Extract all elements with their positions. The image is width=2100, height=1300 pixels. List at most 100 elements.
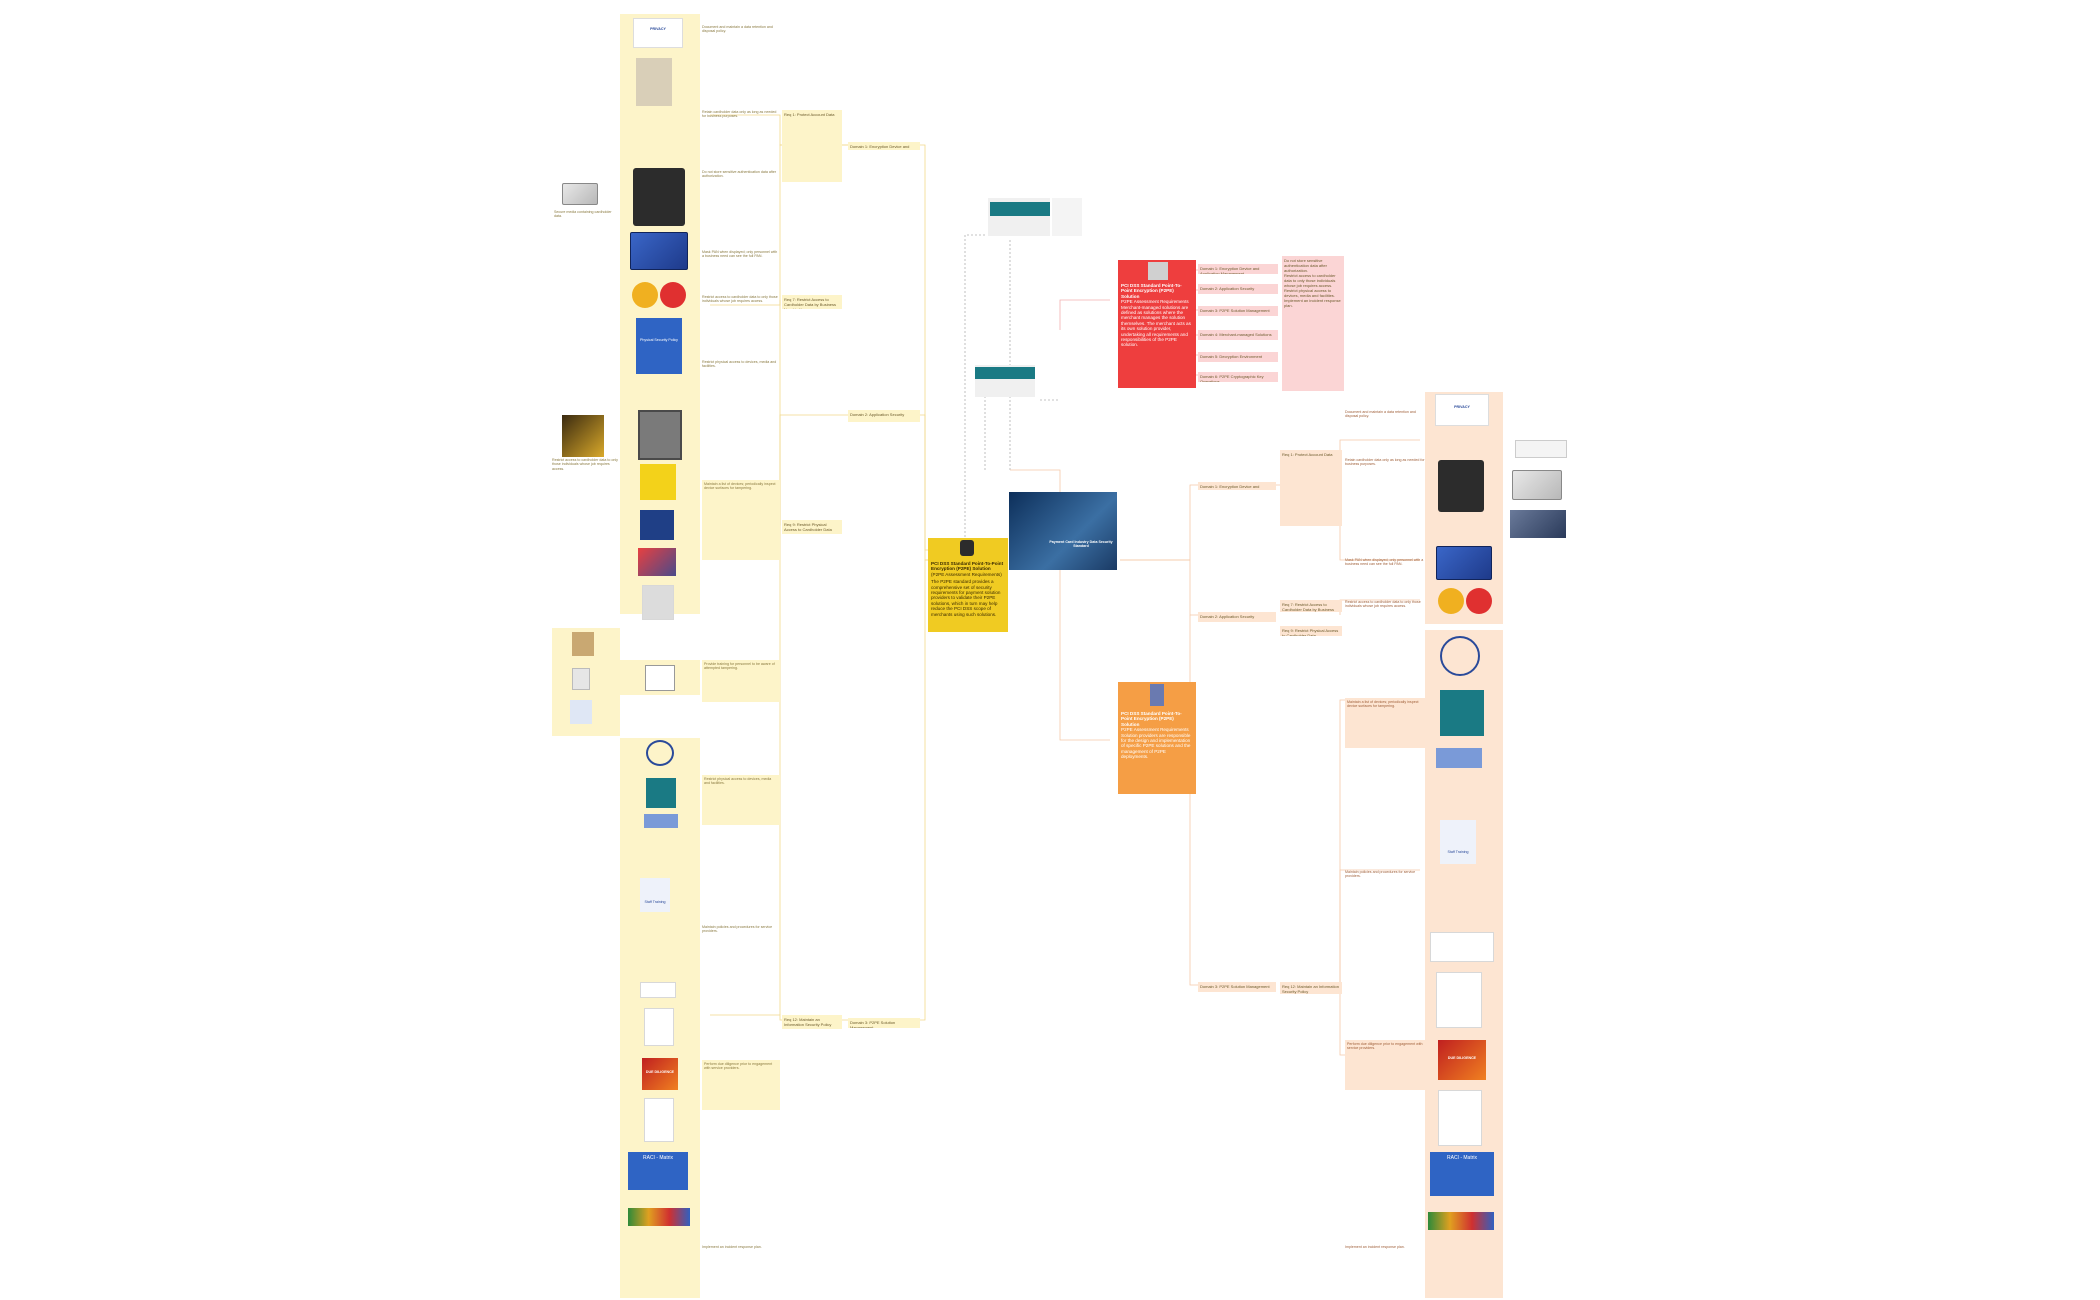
- red-domain-1[interactable]: Domain 1: Encryption Device and Applicat…: [1198, 264, 1278, 274]
- credit-card-image: [630, 232, 688, 270]
- section-req-7-left[interactable]: Req 7: Restrict Access to Cardholder Dat…: [782, 295, 842, 309]
- note-label: Document and maintain a data retention a…: [702, 25, 773, 34]
- spreadsheet-image: [640, 982, 676, 998]
- due-diligence-image: DUE DILIGENCE: [642, 1058, 678, 1090]
- section-req-9-right[interactable]: Req 9: Restrict Physical Access to Cardh…: [1280, 626, 1342, 636]
- card-reader-icon: [960, 540, 974, 556]
- section-req-9-left[interactable]: Req 9: Restrict Physical Access to Cardh…: [782, 520, 842, 534]
- note-label: Implement an incident response plan.: [1345, 1245, 1405, 1249]
- note-label: Document and maintain a data retention a…: [1345, 410, 1416, 419]
- tamper-icon: [1440, 690, 1484, 736]
- boxes-image: [572, 632, 594, 656]
- connector: [1120, 484, 1270, 561]
- safe-image: [638, 410, 682, 460]
- file-folder-image: [562, 415, 604, 457]
- note-panel: [702, 775, 780, 825]
- red-domain-6[interactable]: Domain 6: P2PE Cryptographic Key Operati…: [1198, 372, 1278, 382]
- diagram-thumbnail: [975, 365, 1035, 397]
- note-label: Perform due diligence prior to engagemen…: [1347, 1042, 1423, 1051]
- note-panel: [702, 480, 780, 560]
- note-label: Restrict physical access to devices, med…: [702, 360, 777, 369]
- red-requirements-panel: Do not store sensitive authentication da…: [1282, 256, 1344, 391]
- note-label: Restrict access to cardholder data to on…: [1345, 600, 1421, 609]
- domain-label-right[interactable]: Domain 2: Application Security: [1198, 612, 1276, 622]
- domain-label-right[interactable]: Domain 1: Encryption Device and Applicat…: [1198, 482, 1276, 490]
- payment-cards-image: [562, 183, 598, 205]
- note-label: Maintain policies and procedures for ser…: [702, 925, 773, 934]
- credit-card-image: [1436, 546, 1492, 580]
- connector: [1059, 565, 1110, 741]
- domain-label-left[interactable]: Domain 2: Application Security: [848, 410, 920, 422]
- keyboard-image: [1510, 510, 1566, 538]
- process-icons-image: [628, 1208, 690, 1226]
- note-panel: [1345, 698, 1425, 748]
- shield-user-icon: [640, 510, 674, 540]
- solution-provider-topic[interactable]: PCI DSS Standard Point-To-Point Encrypti…: [1118, 682, 1196, 794]
- due-diligence-image: DUE DILIGENCE: [1438, 1040, 1486, 1080]
- central-image: Payment Card Industry Data Security Stan…: [1009, 492, 1117, 570]
- staff-training-image: Staff Training: [640, 878, 670, 912]
- connector: [1059, 299, 1110, 330]
- note-label: Provide training for personnel to be awa…: [704, 662, 775, 671]
- note-panel: [1345, 1040, 1425, 1090]
- diagram-thumbnail: [1052, 198, 1082, 236]
- center-topic[interactable]: PCI DSS Standard Point-To-Point Encrypti…: [928, 538, 1008, 632]
- sticker-icon: [644, 814, 678, 828]
- connector: [964, 234, 985, 545]
- section-req-1-right[interactable]: Req 1: Protect Account Data: [1280, 450, 1342, 526]
- device-chip-image: [645, 665, 675, 691]
- connector: [1339, 869, 1420, 985]
- note-label: Restrict access to cardholder data to on…: [552, 458, 618, 471]
- note-label: Mask PAN when displayed; only personnel …: [1345, 558, 1424, 567]
- process-icons-image: [1428, 1212, 1494, 1230]
- privacy-image: PRIVACY: [1435, 394, 1489, 426]
- note-label: Mask PAN when displayed; only personnel …: [702, 250, 778, 259]
- card-terminal-image: [633, 168, 685, 226]
- payment-device-icon: [1150, 684, 1164, 706]
- shield-circle-icon: [646, 740, 674, 766]
- domain-label-left[interactable]: Domain 3: P2PE Solution Management: [848, 1018, 920, 1028]
- payment-cards-image: [1512, 470, 1562, 500]
- card-terminal-image: [1438, 460, 1484, 512]
- document-image: [1436, 972, 1482, 1028]
- card-brands-image: [1436, 584, 1496, 620]
- section-req-12-left[interactable]: Req 12: Maintain an Information Security…: [782, 1015, 842, 1029]
- domain-label-right[interactable]: Domain 3: P2PE Solution Management: [1198, 982, 1276, 992]
- spreadsheet-image: [1430, 932, 1494, 962]
- red-domain-2[interactable]: Domain 2: Application Security: [1198, 284, 1278, 294]
- stamp-image: [638, 548, 676, 576]
- connector: [848, 144, 976, 560]
- note-label: Perform due diligence prior to engagemen…: [704, 1062, 773, 1071]
- shield-circle-icon: [1440, 636, 1480, 676]
- note-label: Implement an incident response plan.: [702, 1245, 762, 1249]
- section-req-7-right[interactable]: Req 7: Restrict Access to Cardholder Dat…: [1280, 600, 1342, 612]
- physical-security-policy-image: Physical Security Policy: [636, 318, 682, 374]
- connector: [1339, 485, 1420, 561]
- note-label: Do not store sensitive authentication da…: [702, 170, 777, 179]
- note-panel: [702, 660, 780, 702]
- red-domain-4[interactable]: Domain 4: Merchant-managed Solutions: [1198, 330, 1278, 340]
- raci-matrix-image: RACI - Matrix: [1430, 1152, 1494, 1196]
- section-req-12-right[interactable]: Req 12: Maintain an Information Security…: [1280, 982, 1342, 994]
- note-label: Restrict physical access to devices, med…: [704, 777, 772, 786]
- staff-training-small-image: [570, 700, 592, 724]
- red-domain-5[interactable]: Domain 5: Decryption Environment: [1198, 352, 1278, 362]
- domain-label-left[interactable]: Domain 1: Encryption Device and Applicat…: [848, 142, 920, 150]
- statue-image: [636, 58, 672, 106]
- note-label: Maintain a list of devices; periodically…: [1347, 700, 1419, 709]
- tamper-icon: [646, 778, 676, 808]
- red-domain-3[interactable]: Domain 3: P2PE Solution Management: [1198, 306, 1278, 316]
- note-label: Maintain policies and procedures for ser…: [1345, 870, 1416, 879]
- terminal-icon: [1148, 262, 1168, 280]
- document-image: [644, 1098, 674, 1142]
- staff-training-image: Staff Training: [1440, 820, 1476, 864]
- connector: [1189, 615, 1270, 986]
- document-image: [644, 1008, 674, 1046]
- figure-image: [572, 668, 590, 690]
- document-image: [1438, 1090, 1482, 1146]
- section-req-1-left[interactable]: Req 1: Protect Account Data: [782, 110, 842, 182]
- diagram-thumbnail: [988, 198, 1050, 236]
- merchant-managed-topic[interactable]: PCI DSS Standard Point-To-Point Encrypti…: [1118, 260, 1196, 388]
